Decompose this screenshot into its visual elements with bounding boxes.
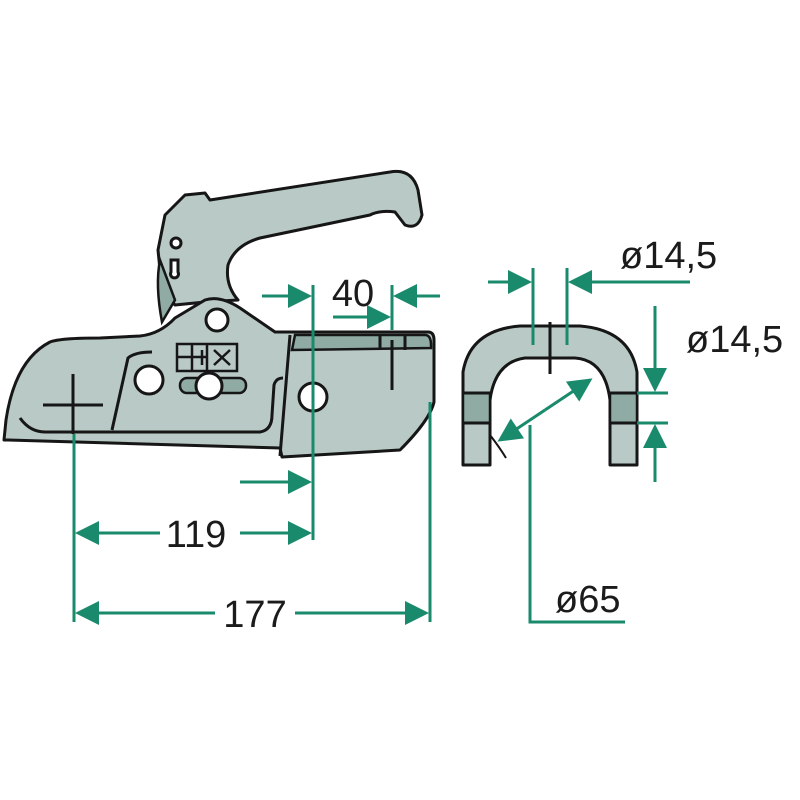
coupling-body [2,297,436,459]
dimension-119: 119 [166,514,227,556]
dimension-tube-diameter: ø65 [555,579,620,621]
dimension-hole-diameter-top: ø14,5 [620,235,717,277]
dimension-40: 40 [332,273,374,315]
dimension-lines [72,268,690,625]
u-clamp [461,322,639,467]
dimension-hole-diameter-side: ø14,5 [686,319,783,361]
coupling-handle [156,169,424,326]
lock-indicator [175,342,248,401]
dimension-177: 177 [223,594,286,636]
